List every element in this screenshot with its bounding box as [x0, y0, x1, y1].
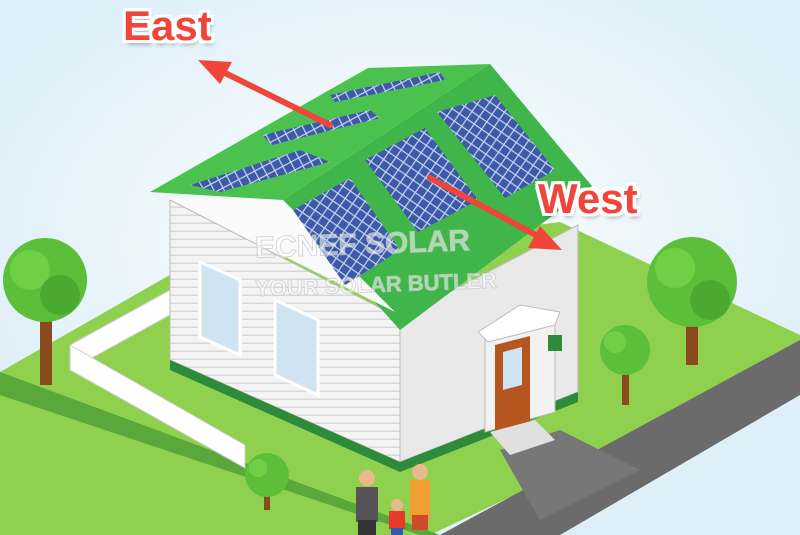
steps — [490, 420, 555, 455]
family — [356, 464, 430, 535]
picket-fence — [69, 289, 246, 469]
tree — [3, 238, 87, 385]
solar-panel — [330, 72, 445, 102]
solar-panel — [365, 128, 478, 232]
window-right — [273, 297, 320, 398]
window-left — [198, 259, 242, 358]
solar-panel — [190, 150, 330, 192]
tree — [600, 325, 650, 405]
west-label: West — [538, 175, 638, 222]
solar-panel — [437, 95, 555, 198]
tree — [647, 237, 737, 365]
porch-roof — [477, 304, 561, 343]
east-arrow — [198, 60, 333, 128]
tree — [245, 453, 289, 510]
door-window — [503, 347, 522, 390]
mailbox — [548, 335, 562, 351]
gable — [168, 198, 395, 312]
west-arrow — [427, 175, 562, 250]
solar-panel — [293, 178, 400, 285]
solar-panel — [262, 110, 380, 145]
east-label: East — [123, 2, 212, 49]
driveway — [500, 430, 640, 520]
